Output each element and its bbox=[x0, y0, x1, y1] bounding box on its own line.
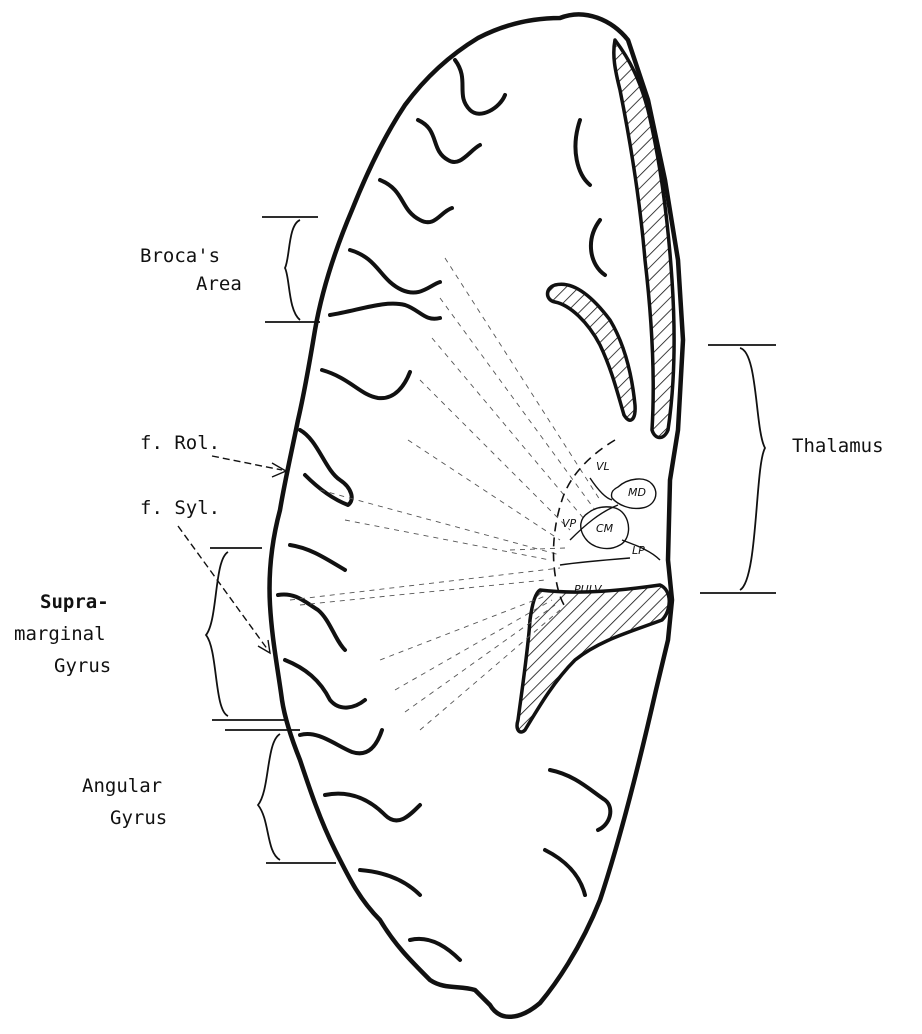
nucleus-cm-label: CM bbox=[596, 522, 614, 535]
f-syl-label: f. Syl. bbox=[140, 497, 220, 519]
hemisphere-outline bbox=[269, 14, 683, 1016]
angular-label-line2: Gyrus bbox=[110, 807, 167, 829]
f-syl-arrow bbox=[178, 526, 268, 650]
nucleus-vp-label: VP bbox=[562, 517, 577, 530]
f-rol-label: f. Rol. bbox=[140, 432, 220, 454]
angular-label-line1: Angular bbox=[82, 775, 162, 797]
broca-label-line1: Broca's bbox=[140, 245, 220, 267]
thalamus-bracket bbox=[700, 345, 776, 593]
supramarginal-label-line2: marginal bbox=[14, 623, 106, 645]
nucleus-vl-label: VL bbox=[596, 460, 610, 473]
supramarginal-label-line1: Supra- bbox=[40, 591, 109, 613]
nucleus-pulv-label: PULV. bbox=[574, 583, 604, 596]
f-rol-arrow bbox=[212, 456, 282, 470]
broca-bracket bbox=[262, 217, 320, 322]
supramarginal-label-line3: Gyrus bbox=[54, 655, 111, 677]
thalamus-label: Thalamus bbox=[792, 435, 884, 457]
nucleus-md-label: MD bbox=[628, 486, 646, 499]
broca-label-line2: Area bbox=[196, 273, 242, 295]
nucleus-lp-label: LP bbox=[632, 544, 645, 557]
f-syl-arrowhead bbox=[258, 640, 270, 653]
